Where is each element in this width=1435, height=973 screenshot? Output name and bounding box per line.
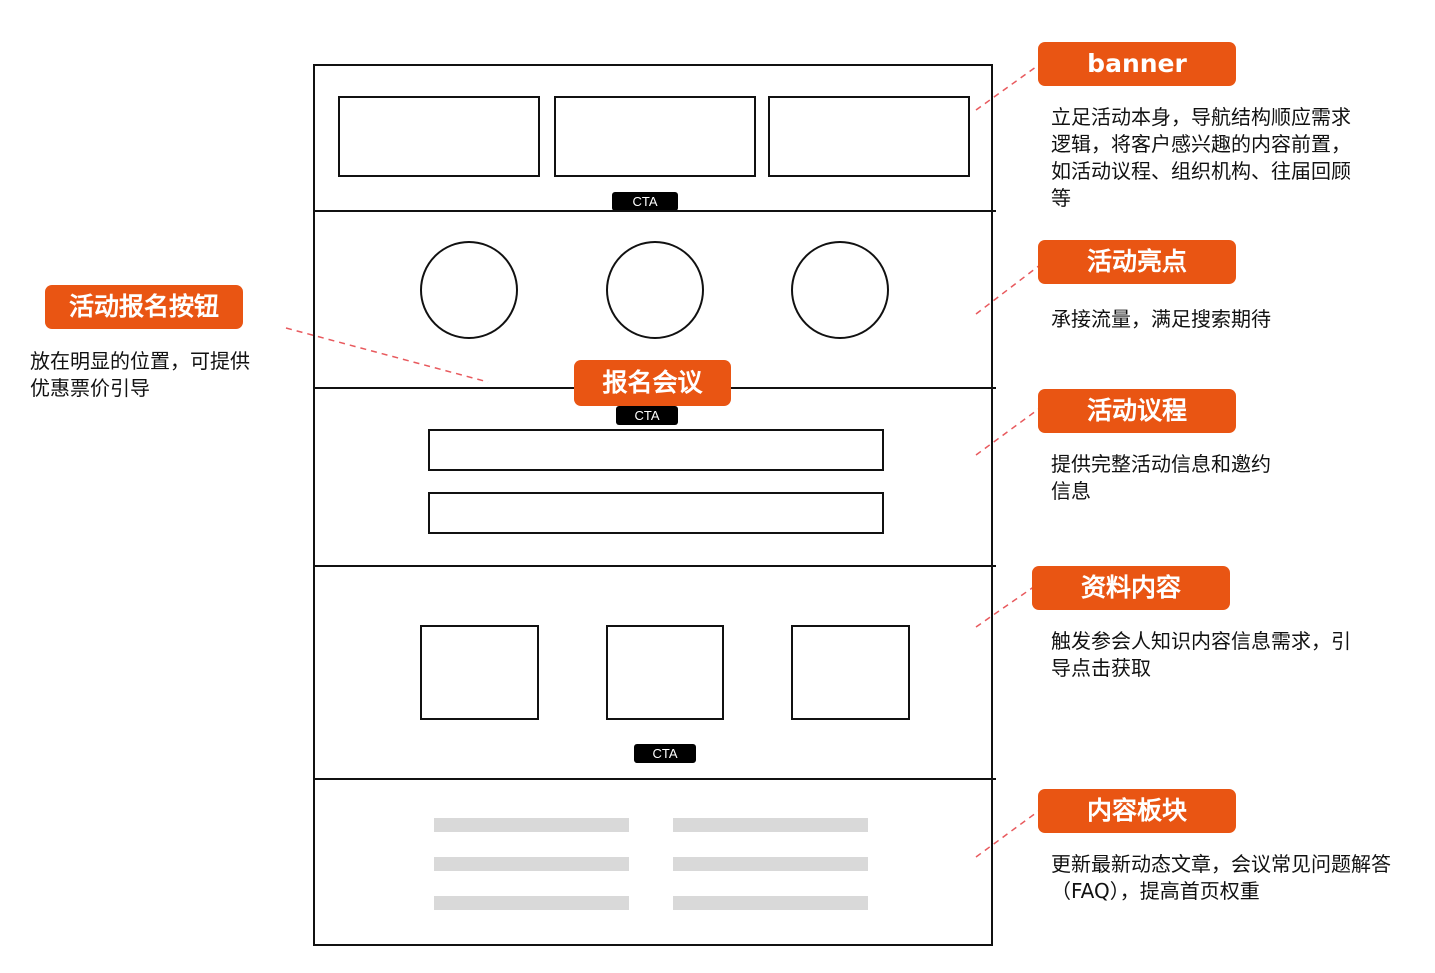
desc-agenda: 提供完整活动信息和邀约信息 (1051, 452, 1271, 503)
content-placeholder-line (673, 818, 868, 832)
desc-highlights: 承接流量，满足搜索期待 (1051, 307, 1271, 331)
desc-register-note: 放在明显的位置，可提供优惠票价引导 (30, 349, 250, 400)
page-wireframe (313, 64, 993, 946)
tag-resources: 资料内容 (1032, 566, 1230, 610)
content-placeholder-line (434, 896, 629, 910)
tag-banner: banner (1038, 42, 1236, 86)
agenda-row-2 (428, 492, 884, 534)
connector-register (285, 327, 489, 383)
content-placeholder-line (673, 896, 868, 910)
banner-slide-3 (768, 96, 970, 177)
connector-agenda (975, 407, 1041, 456)
tag-register-note: 活动报名按钮 (45, 285, 243, 329)
connector-content (975, 809, 1041, 858)
highlight-circle-2 (606, 241, 704, 339)
banner-cta-button[interactable]: CTA (612, 192, 678, 211)
desc-content: 更新最新动态文章，会议常见问题解答（FAQ），提高首页权重 (1051, 852, 1391, 903)
resource-card-3 (791, 625, 910, 720)
highlight-circle-1 (420, 241, 518, 339)
desc-resources: 触发参会人知识内容信息需求，引导点击获取 (1051, 629, 1351, 680)
tag-agenda: 活动议程 (1038, 389, 1236, 433)
section-divider-3 (313, 565, 996, 567)
connector-banner (975, 63, 1041, 111)
agenda-row-1 (428, 429, 884, 471)
resource-card-2 (606, 625, 724, 720)
content-placeholder-line (434, 857, 629, 871)
agenda-cta-button[interactable]: CTA (616, 406, 678, 425)
section-divider-1 (313, 210, 996, 212)
tag-content: 内容板块 (1038, 789, 1236, 833)
connector-resources (975, 585, 1036, 628)
content-placeholder-line (434, 818, 629, 832)
desc-banner: 立足活动本身，导航结构顺应需求逻辑，将客户感兴趣的内容前置，如活动议程、组织机构… (1051, 105, 1351, 210)
banner-slide-2 (554, 96, 756, 177)
highlight-circle-3 (791, 241, 889, 339)
section-divider-4 (313, 778, 996, 780)
resource-card-1 (420, 625, 539, 720)
register-conference-button[interactable]: 报名会议 (574, 360, 731, 406)
content-placeholder-line (673, 857, 868, 871)
tag-highlights: 活动亮点 (1038, 240, 1236, 284)
resources-cta-button[interactable]: CTA (634, 744, 696, 763)
banner-slide-1 (338, 96, 540, 177)
connector-highlights (975, 264, 1041, 315)
